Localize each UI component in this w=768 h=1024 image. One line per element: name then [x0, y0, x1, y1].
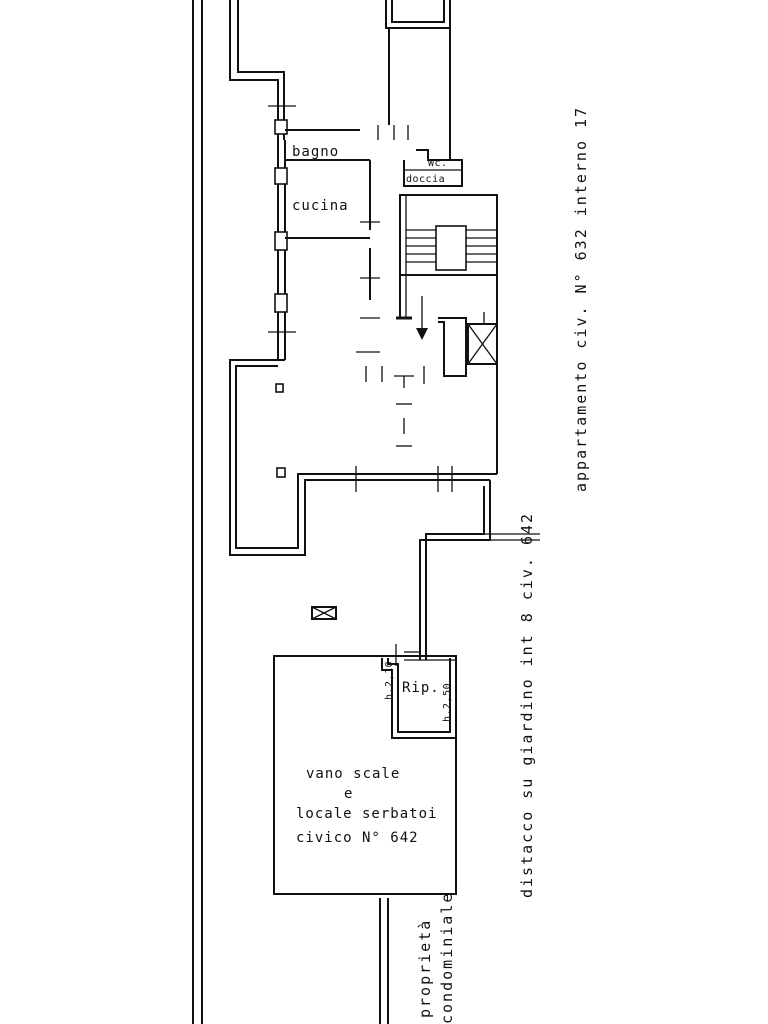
label-cucina: cucina: [292, 198, 349, 214]
label-proprieta: proprietà: [416, 919, 434, 1018]
label-locale-serbatoi: locale serbatoi: [296, 806, 437, 822]
crossed-marker: [311, 606, 337, 620]
wc-doccia-box: [403, 149, 463, 187]
stairwell: [396, 194, 498, 340]
label-h-right: h.2,50: [442, 683, 453, 722]
interior-partitions: [285, 125, 425, 447]
apartment-walls: [229, 0, 540, 660]
label-h-left: h.2,10: [384, 661, 395, 700]
label-bagno: bagno: [292, 144, 339, 160]
label-e: e: [344, 786, 353, 802]
label-condominiale: condominiale: [438, 892, 456, 1024]
label-doccia: doccia: [406, 174, 445, 185]
vano-scale-block: [273, 644, 457, 895]
outer-boundary-lines: [192, 0, 203, 1024]
lift-shaft: [438, 312, 498, 377]
label-civico: civico N° 642: [296, 830, 419, 846]
label-distacco: distacco su giardino int 8 civ. 642: [518, 512, 536, 898]
label-appartamento: appartamento civ. N° 632 interno 17: [572, 106, 590, 492]
property-boundary: [379, 898, 389, 1024]
label-rip: Rip.: [402, 680, 440, 696]
label-vano-scale: vano scale: [306, 766, 400, 782]
label-wc: Wc.: [428, 158, 448, 169]
upper-corridor: [385, 0, 451, 160]
